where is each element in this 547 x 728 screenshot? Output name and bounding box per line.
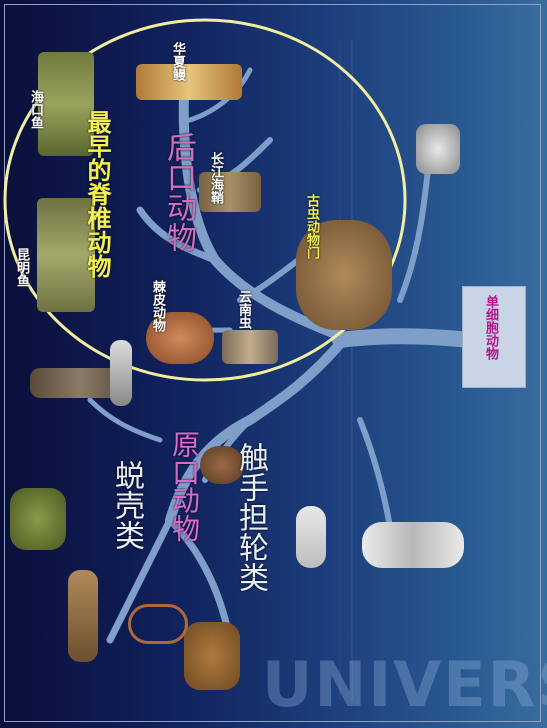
deuterostome-ellipse <box>3 18 407 382</box>
haikouyu-fossil-image <box>38 52 94 156</box>
brachiopod-image <box>200 446 244 484</box>
single-cell-box: 单细胞动物 <box>462 286 526 388</box>
label-lophotrochozoa: 触手担轮类 <box>233 442 268 592</box>
tentacle-fossil-image <box>184 622 240 690</box>
label-haikouyu: 海口鱼 <box>28 90 43 129</box>
jellyfish-image <box>416 124 460 174</box>
paleo-phylum-fossil-image <box>296 220 392 330</box>
slide-border <box>4 4 541 722</box>
label-early-vertebrates: 最早的脊椎动物 <box>83 110 111 278</box>
label-ecdysozoa: 蜕壳类 <box>109 460 144 550</box>
university-watermark: UNIVERSITY <box>262 648 547 721</box>
label-changjiang-ascidian: 长江海鞘 <box>208 152 223 204</box>
label-yunnan-worm: 云南虫 <box>236 290 251 329</box>
label-single-cell: 单细胞动物 <box>483 295 498 360</box>
yunnan-worm-image <box>222 330 278 364</box>
label-kunmingyu: 昆明鱼 <box>14 248 29 287</box>
label-echinoderm: 棘皮动物 <box>150 280 165 332</box>
label-protostomes: 原口动物 <box>168 430 201 542</box>
ecdyso-fossil-image <box>68 570 98 662</box>
label-huaxia: 华夏鳗 <box>170 42 185 81</box>
tree-trunk <box>332 328 478 348</box>
changjiang-ascidian-image <box>199 172 261 212</box>
anomalocaris-image <box>10 488 66 550</box>
label-deuterostomes: 后口动物 <box>161 132 196 252</box>
shell-image <box>296 506 326 568</box>
branch-trilobite <box>87 397 163 443</box>
echinoderm-fossil-image <box>146 312 214 364</box>
kunmingyu-fossil-image <box>37 198 95 312</box>
huaxia-fossil-image <box>136 64 242 100</box>
branch-ecdyso <box>106 516 174 644</box>
label-paleo-phylum: 古虫动物门 <box>304 194 319 259</box>
worm-image <box>128 604 188 644</box>
sponge-image <box>362 522 464 568</box>
arthropod-image <box>110 340 132 406</box>
branch-vertebrate <box>136 206 219 264</box>
